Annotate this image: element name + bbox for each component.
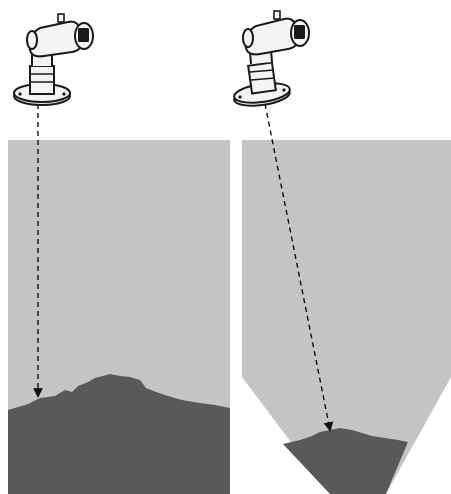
left-silo-panel	[8, 13, 230, 494]
left-radar-sensor	[13, 13, 94, 106]
right-radar-beam	[264, 103, 334, 432]
right-radar-sensor	[233, 10, 310, 107]
left-material-pile	[8, 374, 230, 494]
right-material-pile	[283, 428, 408, 494]
right-silo-interior	[242, 140, 451, 494]
right-silo-panel	[233, 10, 451, 494]
